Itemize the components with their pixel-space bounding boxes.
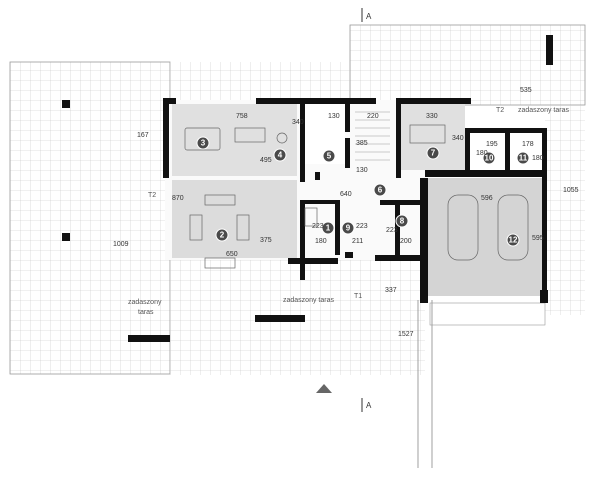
svg-text:337: 337 [385,287,397,294]
svg-text:11: 11 [519,154,528,163]
svg-text:200: 200 [400,238,412,245]
svg-text:5: 5 [327,152,332,161]
svg-text:535: 535 [520,87,532,94]
marker-room-11: 11 [516,151,530,165]
marker-room-8: 8 [395,214,409,228]
section-mark-top: A [366,12,372,21]
marker-room-2: 2 [215,228,229,242]
svg-text:375: 375 [260,237,272,244]
terrace-top-grid [350,25,585,105]
svg-text:330: 330 [426,113,438,120]
svg-text:340: 340 [452,135,464,142]
terrace-t2-top-label: T2 [496,107,504,114]
svg-text:178: 178 [522,141,534,148]
terrace-t1-label: T1 [354,293,362,300]
entrance-arrow-icon [316,384,332,393]
marker-room-1: 1 [321,221,335,235]
svg-text:9: 9 [346,224,351,233]
terrace-left-caption-1: zadaszony [128,299,162,306]
svg-text:595: 595 [532,235,544,242]
svg-text:12: 12 [509,236,518,245]
svg-text:870: 870 [172,195,184,202]
terrace-top-caption: zadaszony taras [518,107,569,114]
svg-text:4: 4 [278,151,283,160]
marker-room-7: 7 [426,146,440,160]
marker-room-9: 9 [341,221,355,235]
terrace-mid-grid [170,62,350,102]
svg-text:8: 8 [400,217,405,226]
svg-text:1: 1 [326,224,331,233]
svg-text:180: 180 [532,155,544,162]
terrace-left-caption-2: taras [138,309,154,316]
marker-room-5: 5 [322,149,336,163]
svg-text:1009: 1009 [113,241,129,248]
svg-text:340: 340 [292,119,304,126]
svg-text:180: 180 [315,238,327,245]
marker-room-10: 10 [482,151,496,165]
terrace-bottom-caption: zadaszony taras [283,297,334,304]
driveway-apron [429,302,546,326]
svg-text:758: 758 [236,113,248,120]
svg-text:220: 220 [367,113,379,120]
terrace-t2-left-label: T2 [148,192,156,199]
kitchen-dining-fill [172,104,297,176]
marker-room-12: 12 [506,233,520,247]
svg-text:10: 10 [485,154,494,163]
section-mark-bottom: A [366,401,372,410]
svg-text:495: 495 [260,157,272,164]
svg-text:385: 385 [356,140,368,147]
svg-text:223: 223 [312,223,324,230]
svg-text:130: 130 [328,113,340,120]
living-room-fill [172,180,297,258]
terrace-right-grid [545,105,585,315]
furniture [184,124,529,269]
staircase [355,111,390,161]
svg-text:6: 6 [378,186,383,195]
svg-text:640: 640 [340,191,352,198]
svg-text:7: 7 [431,149,436,158]
svg-text:650: 650 [226,251,238,258]
svg-text:2: 2 [220,231,225,240]
marker-room-4: 4 [273,148,287,162]
walls [62,35,553,342]
svg-text:596: 596 [481,195,493,202]
dimensions: 758 340 130 220 330 340 495 385 167 870 … [113,87,579,338]
svg-text:223: 223 [356,223,368,230]
svg-text:211: 211 [352,238,363,245]
svg-text:223: 223 [386,227,398,234]
svg-text:1527: 1527 [398,331,414,338]
svg-text:3: 3 [201,139,206,148]
svg-text:130: 130 [356,167,368,174]
marker-room-6: 6 [373,183,387,197]
svg-text:195: 195 [486,141,498,148]
marker-room-3: 3 [196,136,210,150]
svg-text:180: 180 [476,150,488,157]
terrace-left-grid [10,62,170,374]
svg-text:1055: 1055 [563,187,579,194]
svg-text:167: 167 [137,132,149,139]
